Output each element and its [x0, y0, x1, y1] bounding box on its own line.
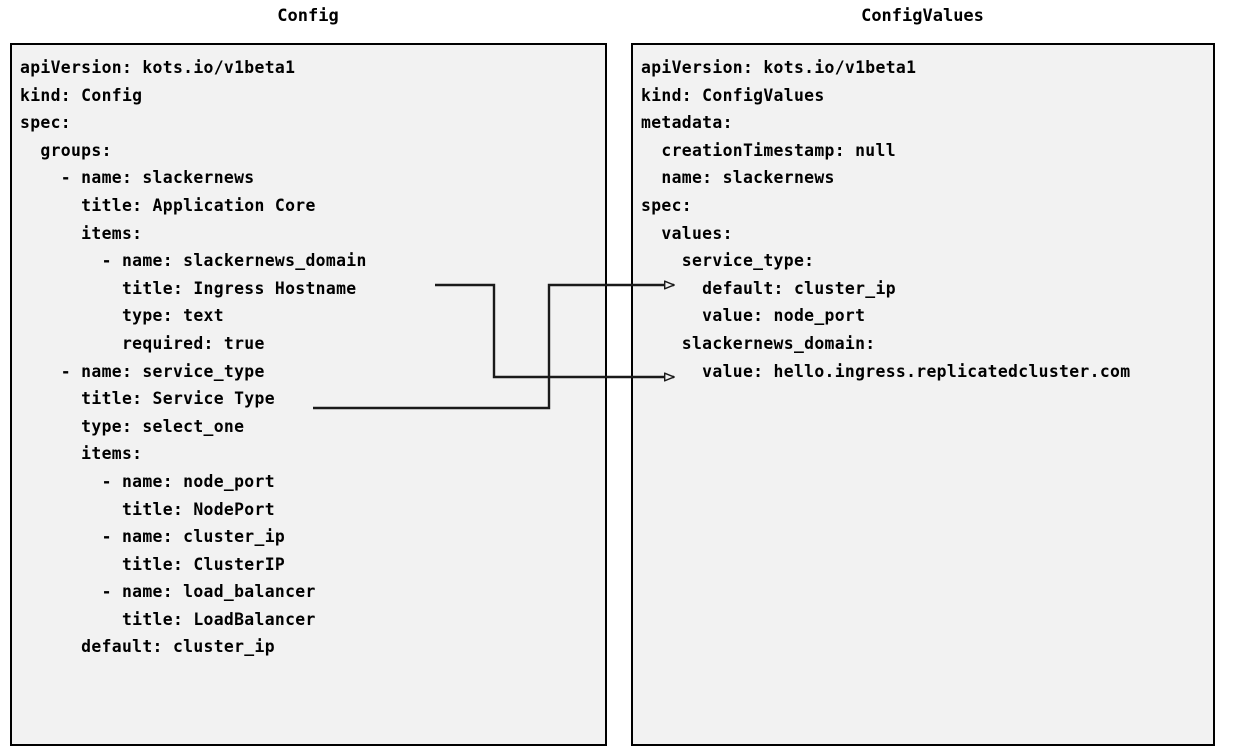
config-yaml-line: title: ClusterIP	[20, 554, 286, 574]
configvalues-yaml-text: apiVersion: kots.io/v1beta1 kind: ConfigV…	[641, 54, 1130, 385]
config-yaml-line: title: NodePort	[20, 499, 275, 519]
config-yaml-line: default: cluster_ip	[20, 637, 275, 657]
config-yaml-line: type: select_one	[20, 416, 245, 436]
config-yaml-line: groups:	[20, 140, 112, 160]
config-yaml-line: - name: load_balancer	[20, 582, 316, 602]
config-yaml-text: apiVersion: kots.io/v1beta1 kind: Config s…	[20, 54, 367, 661]
config-yaml-line: - name: slackernews	[20, 168, 255, 188]
config-yaml-line: items:	[20, 223, 143, 243]
configvalues-yaml-line: spec:	[641, 195, 692, 215]
config-yaml-line: kind: Config	[20, 85, 143, 105]
config-yaml-line: title: Service Type	[20, 389, 275, 409]
config-yaml-line: type: text	[20, 306, 224, 326]
config-yaml-line: title: Application Core	[20, 195, 316, 215]
config-yaml-line: - name: cluster_ip	[20, 527, 286, 547]
config-yaml-line: required: true	[20, 333, 265, 353]
configvalues-yaml-line: value: node_port	[641, 306, 866, 326]
config-yaml-line: title: Ingress Hostname	[20, 278, 357, 298]
config-yaml-line: apiVersion: kots.io/v1beta1	[20, 58, 296, 77]
config-yaml-line: - name: node_port	[20, 471, 275, 491]
configvalues-yaml-line: apiVersion: kots.io/v1beta1	[641, 58, 917, 77]
config-yaml-line: spec:	[20, 113, 71, 133]
configvalues-yaml-line: default: cluster_ip	[641, 278, 896, 298]
panel-title-configvalues: ConfigValues	[861, 6, 984, 26]
config-yaml-line: - name: slackernews_domain	[20, 251, 367, 271]
configvalues-yaml-line: kind: ConfigValues	[641, 85, 825, 105]
configvalues-yaml-line: metadata:	[641, 113, 733, 133]
config-yaml-line: - name: service_type	[20, 361, 265, 381]
configvalues-yaml-line: slackernews_domain:	[641, 333, 876, 353]
configvalues-yaml-line: service_type:	[641, 251, 815, 271]
configvalues-yaml-line: creationTimestamp: null	[641, 140, 896, 160]
panel-title-config: Config	[277, 6, 339, 26]
config-yaml-line: items:	[20, 444, 143, 464]
configvalues-yaml-line: name: slackernews	[641, 168, 835, 188]
config-yaml-panel: apiVersion: kots.io/v1beta1 kind: Config s…	[10, 43, 607, 746]
configvalues-yaml-panel: apiVersion: kots.io/v1beta1 kind: ConfigV…	[631, 43, 1215, 746]
configvalues-yaml-line: value: hello.ingress.replicatedcluster.c…	[641, 361, 1131, 381]
config-yaml-line: title: LoadBalancer	[20, 609, 316, 629]
configvalues-yaml-line: values:	[641, 223, 733, 243]
